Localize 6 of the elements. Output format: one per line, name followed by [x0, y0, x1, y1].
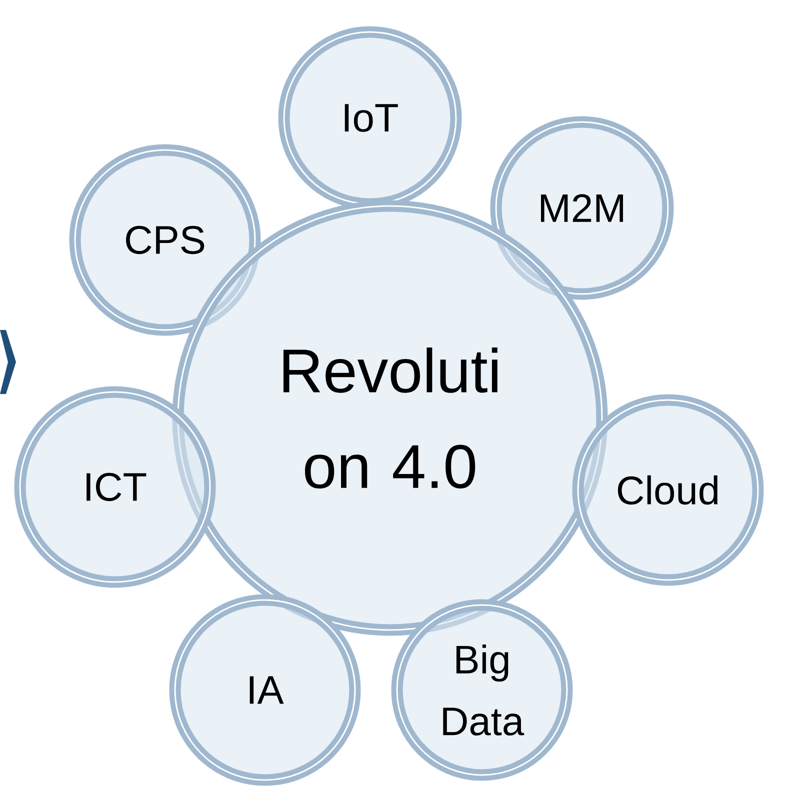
circle-node: CPS: [69, 144, 261, 336]
circle-node: IA: [169, 594, 361, 786]
circle-node: Big Data: [391, 599, 573, 781]
circle-node: Cloud: [572, 394, 764, 586]
circle-node: ICT: [14, 386, 216, 588]
circle-node: M2M: [490, 116, 674, 300]
